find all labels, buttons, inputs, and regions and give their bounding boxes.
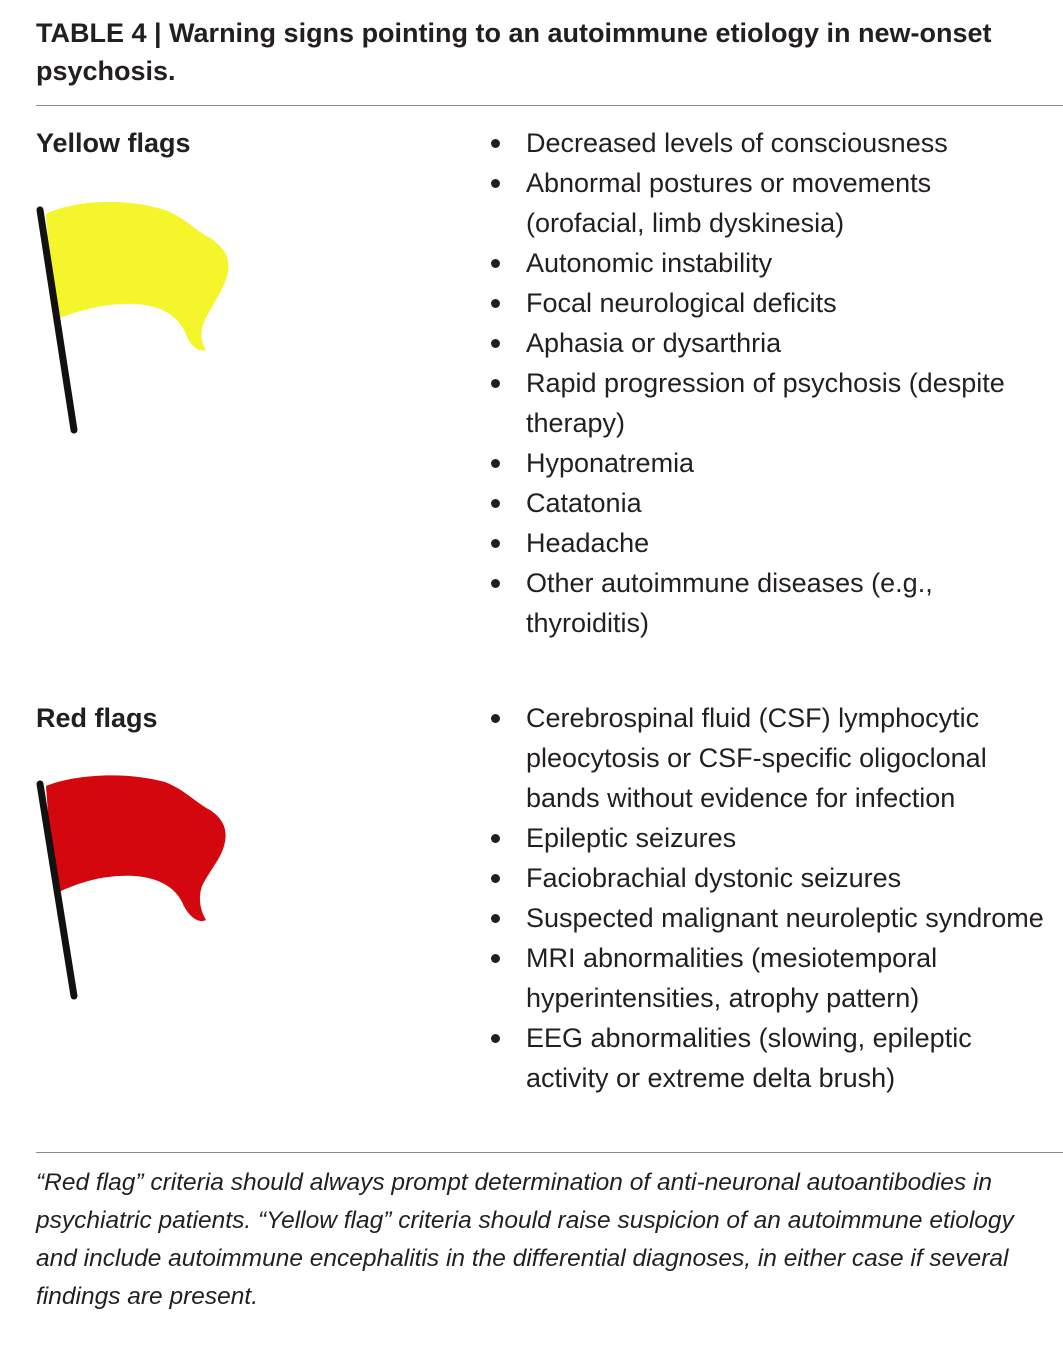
red-flag-icon xyxy=(36,775,226,1000)
list-item: Abnormal postures or movements (orofacia… xyxy=(486,163,1056,243)
list-item: Autonomic instability xyxy=(486,243,1056,283)
list-item: Headache xyxy=(486,523,1056,563)
list-item: Cerebrospinal fluid (CSF) lymphocytic pl… xyxy=(486,698,1056,818)
list-item: Catatonia xyxy=(486,483,1056,523)
list-item: Suspected malignant neuroleptic syndrome xyxy=(486,898,1056,938)
list-item: Faciobrachial dystonic seizures xyxy=(486,858,1056,898)
list-item: Hyponatremia xyxy=(486,443,1056,483)
red-flags-list: Cerebrospinal fluid (CSF) lymphocytic pl… xyxy=(486,698,1056,1098)
red-flag-pole xyxy=(36,780,78,1000)
list-item: Epileptic seizures xyxy=(486,818,1056,858)
table-caption: TABLE 4 | Warning signs pointing to an a… xyxy=(36,18,992,86)
list-item: Decreased levels of consciousness xyxy=(486,123,1056,163)
list-item: Rapid progression of psychosis (despite … xyxy=(486,363,1056,443)
top-divider xyxy=(36,105,1063,106)
yellow-flags-list: Decreased levels of consciousness Abnorm… xyxy=(486,123,1056,643)
list-item: EEG abnormalities (slowing, epileptic ac… xyxy=(486,1018,1056,1098)
list-item: MRI abnormalities (mesiotemporal hyperin… xyxy=(486,938,1056,1018)
yellow-flag-pole xyxy=(36,206,78,434)
table-footnote: “Red flag” criteria should always prompt… xyxy=(36,1169,1014,1310)
list-item: Focal neurological deficits xyxy=(486,283,1056,323)
list-item: Aphasia or dysarthria xyxy=(486,323,1056,363)
yellow-flag-cloth xyxy=(46,201,229,351)
yellow-flags-label: Yellow flags xyxy=(36,128,191,158)
yellow-flag-icon xyxy=(36,201,229,434)
red-flags-label: Red flags xyxy=(36,703,158,733)
list-item: Other autoimmune diseases (e.g., thyroid… xyxy=(486,563,1056,643)
red-flag-cloth xyxy=(46,775,226,922)
bottom-divider xyxy=(36,1152,1063,1153)
